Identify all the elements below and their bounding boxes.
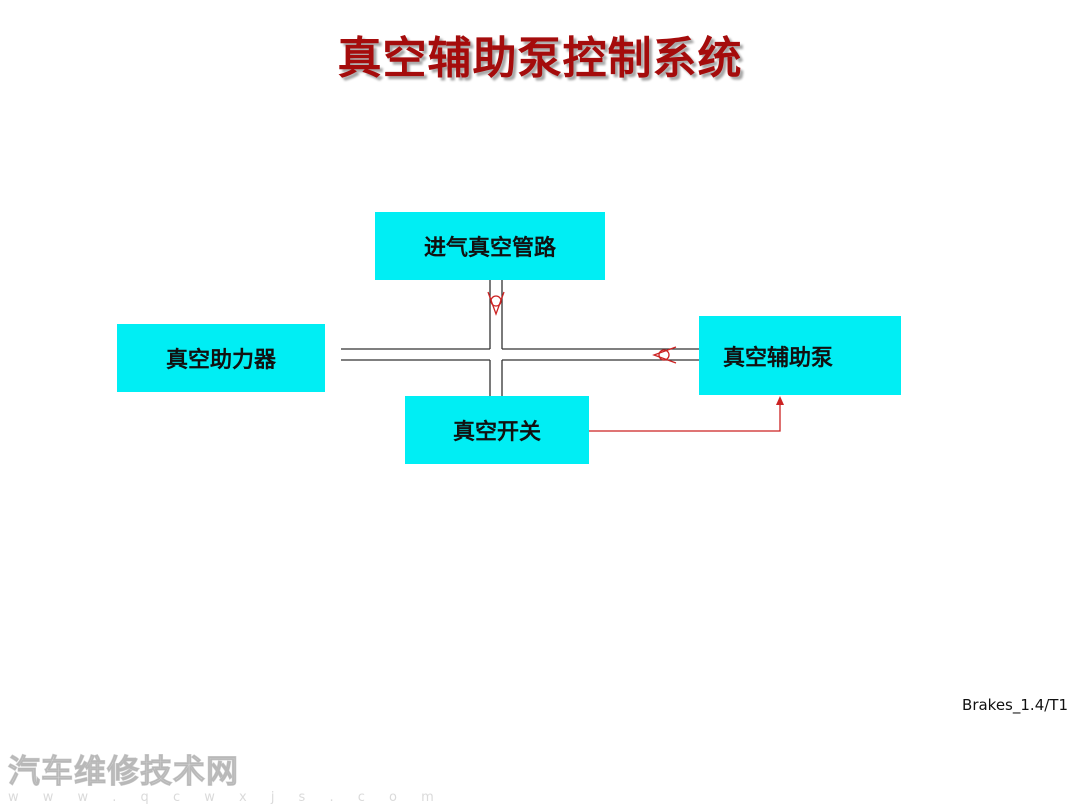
- vertical-pipe: [489, 280, 503, 396]
- vacuum-pump-box: 真空辅助泵: [699, 316, 901, 395]
- watermark-url: w w w . q c w x j s . c o m: [8, 790, 444, 805]
- intake-vacuum-line-box: 进气真空管路: [375, 212, 605, 280]
- diagram-title: 真空辅助泵控制系统: [337, 33, 743, 84]
- watermark: 汽车维修技术网 w w w . q c w x j s . c o m: [8, 746, 444, 806]
- vacuum-switch-box: 真空开关: [405, 396, 589, 464]
- switch-signal-line: [589, 403, 781, 432]
- slide-code: Brakes_1.4/T1: [962, 696, 1068, 714]
- vacuum-booster-box: 真空助力器: [117, 324, 325, 392]
- vacuum-booster-label: 真空助力器: [165, 348, 276, 373]
- vacuum-pump-label: 真空辅助泵: [723, 345, 834, 371]
- intake-vacuum-line-label: 进气真空管路: [423, 236, 556, 261]
- vacuum-switch-label: 真空开关: [452, 420, 541, 445]
- check-valve-icon: [487, 291, 505, 316]
- check-valve-icon: [652, 346, 677, 364]
- arrow-up-icon: [776, 396, 784, 405]
- watermark-main: 汽车维修技术网: [8, 752, 240, 791]
- horizontal-pipe: [341, 348, 699, 361]
